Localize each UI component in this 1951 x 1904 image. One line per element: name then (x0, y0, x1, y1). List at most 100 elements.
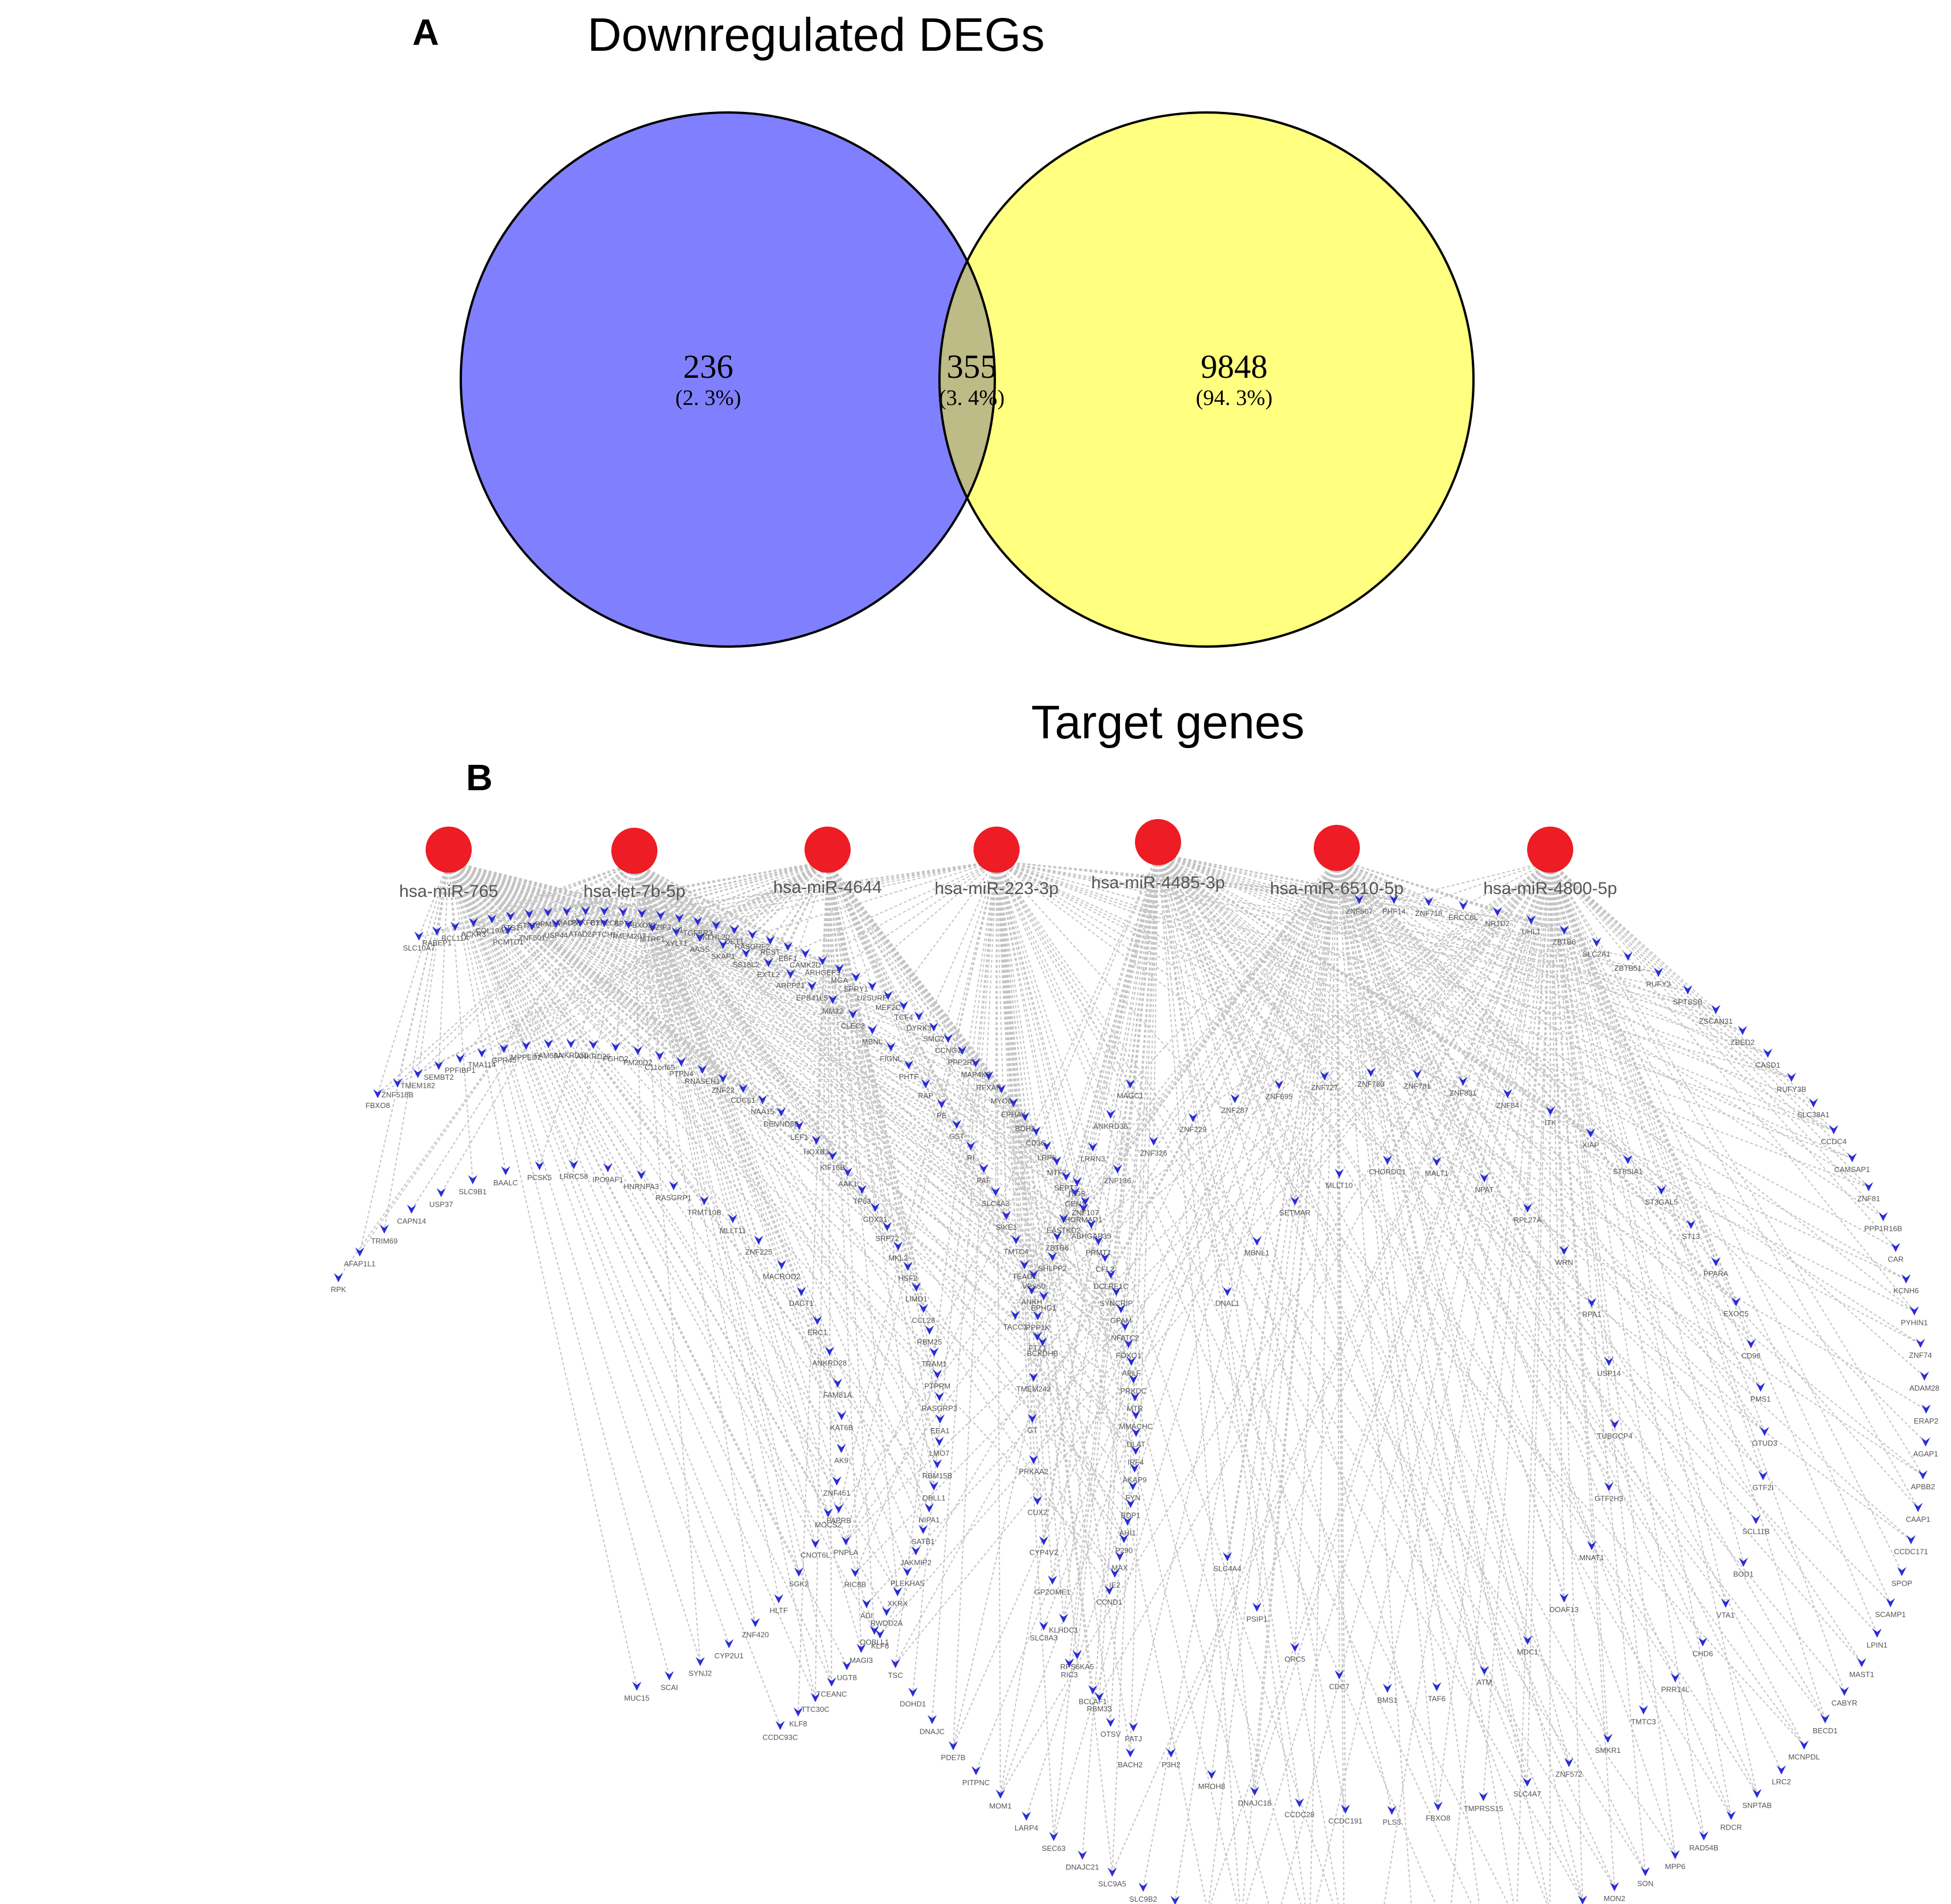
target-gene-node[interactable]: CAMK2D (790, 948, 821, 970)
target-gene-node[interactable]: EPHA4 (1001, 1098, 1026, 1118)
target-gene-node[interactable]: U2SURP (857, 981, 888, 1002)
target-gene-node[interactable]: REST (760, 936, 780, 956)
target-gene-node[interactable]: DNAL1 (1215, 1287, 1239, 1308)
target-gene-node[interactable]: FBXO8 (1426, 1801, 1450, 1822)
target-gene-node[interactable]: EXOC5 (1723, 1297, 1749, 1318)
target-gene-node[interactable]: NPAT (1475, 1173, 1494, 1194)
target-gene-node[interactable]: CABYR (1832, 1687, 1858, 1707)
target-gene-node[interactable]: DNAJC (920, 1715, 945, 1736)
target-gene-node[interactable]: BACH2 (1118, 1748, 1143, 1769)
target-gene-node[interactable]: CASD1 (1755, 1049, 1780, 1069)
mirna-node[interactable]: hsa-miR-223-3p (934, 827, 1059, 898)
target-gene-node[interactable]: SLC9B2 (1129, 1882, 1157, 1903)
mirna-node[interactable]: hsa-miR-4800-5p (1483, 827, 1617, 898)
mirna-node[interactable]: hsa-let-7b-5p (584, 828, 686, 901)
target-gene-node[interactable]: ZNF831 (1449, 1076, 1476, 1098)
target-gene-node[interactable]: ANKRD36 (1093, 1109, 1128, 1131)
target-gene-node[interactable]: CCNG1 (935, 1034, 961, 1054)
target-gene-node[interactable]: AHI1 (1119, 1516, 1136, 1537)
target-gene-node[interactable]: ADAM28 (1909, 1371, 1939, 1392)
target-gene-node[interactable]: CAAP1 (1906, 1503, 1931, 1524)
target-gene-node[interactable]: CD3G (1026, 1126, 1047, 1147)
target-gene-node[interactable]: TRIM69 (371, 1224, 397, 1245)
target-gene-node[interactable]: P3H2 (1161, 1748, 1181, 1769)
target-gene-node[interactable]: CAPN14 (397, 1204, 426, 1225)
target-gene-node[interactable]: PM20D2 (623, 1046, 653, 1066)
target-gene-node[interactable]: FAM59A (534, 1039, 563, 1060)
target-gene-node[interactable]: PRKAA2 (1019, 1455, 1048, 1475)
target-gene-node[interactable]: CNOT6L (800, 1538, 830, 1560)
target-gene-node[interactable]: ARPP21 (776, 969, 805, 990)
target-gene-node[interactable]: ANKRD28 (812, 1346, 847, 1368)
target-gene-node[interactable]: LRRN3 (1081, 1142, 1106, 1163)
target-gene-node[interactable]: ZNF107 (1072, 1196, 1099, 1217)
target-gene-node[interactable]: P290 (1115, 1534, 1133, 1555)
target-gene-node[interactable]: BDH2 (1015, 1111, 1035, 1133)
target-gene-node[interactable]: EEA1 (930, 1414, 950, 1435)
target-gene-node[interactable]: CDC7 (1329, 1670, 1349, 1691)
target-gene-node[interactable]: TGFBR3 (683, 917, 713, 937)
target-gene-node[interactable]: DYRK3 (907, 1011, 931, 1032)
target-gene-node[interactable]: ZNF780 (1358, 1068, 1385, 1088)
target-gene-node[interactable]: PMS1 (1750, 1383, 1770, 1403)
target-gene-node[interactable]: ZNF225 (745, 1235, 772, 1256)
target-gene-node[interactable]: RASGRF2 (735, 930, 770, 951)
target-gene-node[interactable]: TAF6 (1428, 1682, 1446, 1703)
target-gene-node[interactable]: PHF14 (1382, 895, 1405, 915)
target-gene-node[interactable]: TACC1 (1003, 1310, 1028, 1331)
target-gene-node[interactable]: ZNF718 (1415, 896, 1442, 918)
target-gene-node[interactable]: UGT8 (837, 1661, 857, 1682)
target-gene-node[interactable]: VTA1 (1716, 1598, 1735, 1620)
target-gene-node[interactable]: FYN (1125, 1481, 1140, 1502)
target-gene-node[interactable]: OOBLL1 (860, 1625, 889, 1646)
target-gene-node[interactable]: SHLPP2 (1038, 1252, 1067, 1273)
target-gene-node[interactable]: RWDD2A (870, 1606, 903, 1628)
target-gene-node[interactable]: SCL11B (1742, 1515, 1770, 1535)
target-gene-node[interactable]: ZNF81 (1857, 1182, 1880, 1203)
target-gene-node[interactable]: EBF1 (779, 941, 798, 963)
target-gene-node[interactable]: XKRX (888, 1587, 908, 1608)
target-gene-node[interactable]: SETMAR (1279, 1196, 1310, 1217)
target-gene-node[interactable]: ST3GAL5 (1645, 1185, 1678, 1206)
target-gene-node[interactable]: HSF2 (899, 1261, 918, 1282)
target-gene-node[interactable]: TMA114 (468, 1048, 496, 1069)
target-gene-node[interactable]: PRKDC (1121, 1374, 1147, 1395)
target-gene-node[interactable]: IPO9AF1 (592, 1163, 623, 1184)
target-gene-node[interactable]: HOXB3 (803, 1135, 829, 1156)
target-gene-node[interactable]: GT (1027, 1414, 1037, 1434)
target-gene-node[interactable]: ERAP2 (1914, 1404, 1939, 1425)
target-gene-node[interactable]: CCDC4 (1821, 1125, 1847, 1146)
target-gene-node[interactable]: DNAJC18 (1238, 1786, 1272, 1807)
target-gene-node[interactable]: MALT1 (1425, 1156, 1449, 1178)
target-gene-node[interactable]: MMACHC (1119, 1410, 1153, 1430)
target-gene-node[interactable]: ATM (1477, 1666, 1492, 1687)
target-gene-node[interactable]: IRF4 (1127, 1445, 1144, 1466)
mirna-node[interactable]: hsa-miR-6510-5p (1270, 825, 1404, 898)
target-gene-node[interactable]: PHTF (899, 1060, 919, 1081)
target-gene-node[interactable]: CCDC191 (1328, 1804, 1363, 1826)
target-gene-node[interactable]: MOCS2 (815, 1508, 841, 1529)
target-gene-node[interactable]: RBM15B (922, 1459, 952, 1480)
target-gene-node[interactable]: FIGNL (880, 1042, 902, 1063)
target-gene-node[interactable]: AKAP9 (1122, 1463, 1146, 1484)
target-gene-node[interactable]: RNASEH1 (685, 1065, 720, 1086)
target-gene-node[interactable]: MAGI3 (849, 1643, 873, 1665)
target-gene-node[interactable]: EASTKD2 (1047, 1214, 1081, 1234)
target-gene-node[interactable]: PRR14L (1661, 1673, 1689, 1693)
target-gene-node[interactable]: COL19A1 (475, 914, 509, 935)
target-gene-node[interactable]: PPP2R5 (948, 1046, 976, 1066)
target-gene-node[interactable]: GST (949, 1120, 965, 1140)
target-gene-node[interactable]: SYNJ2 (689, 1657, 712, 1678)
target-gene-node[interactable]: ST8SIA1 (1613, 1155, 1643, 1176)
target-gene-node[interactable]: ZNF781 (1404, 1069, 1431, 1090)
target-gene-node[interactable]: SLC9B1 (458, 1175, 487, 1196)
mirna-node[interactable]: hsa-miR-4485-3p (1091, 819, 1225, 892)
target-gene-node[interactable]: BAALC (493, 1166, 518, 1187)
target-gene-node[interactable]: RBM25 (917, 1325, 942, 1346)
target-gene-node[interactable]: CHD6 (1693, 1637, 1713, 1658)
target-gene-node[interactable]: RBM33 (1087, 1692, 1112, 1713)
target-gene-node[interactable]: RUFY3 (1646, 967, 1671, 989)
target-gene-node[interactable]: PATJ (1125, 1722, 1142, 1743)
target-gene-node[interactable]: PAF (977, 1163, 991, 1185)
target-gene-node[interactable]: KCNH6 (1893, 1274, 1919, 1295)
